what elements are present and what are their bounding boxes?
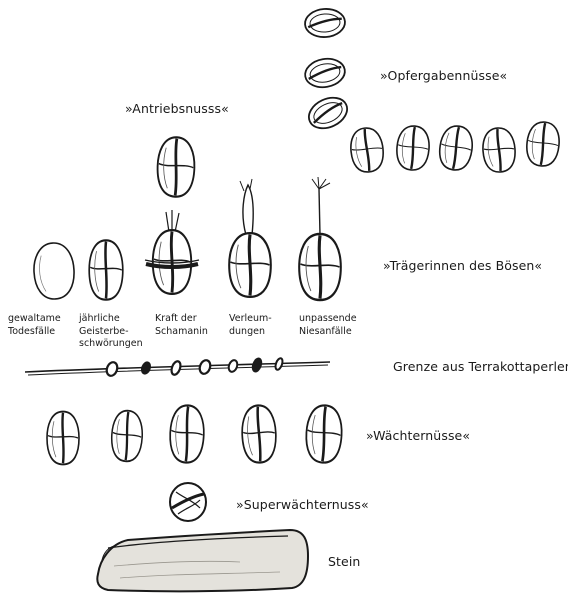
stone	[97, 530, 308, 591]
offering-nut-stack	[303, 8, 352, 135]
super-guardian-label: »Superwächternuss«	[236, 497, 369, 512]
guardian-nuts	[47, 404, 343, 464]
drive-nut	[157, 137, 196, 198]
caption-violent-deaths: gewaltame Todesfälle	[8, 313, 61, 338]
caption-spirit-invocations: jährliche Geisterbe- schwörungen	[79, 313, 143, 351]
caption-shaman-power: Kraft der Schamanin	[155, 313, 208, 338]
super-guardian-nut	[170, 483, 206, 521]
stone-label: Stein	[328, 554, 360, 569]
caption-slander: Verleum- dungen	[229, 313, 272, 338]
terracotta-bead-border	[25, 357, 330, 377]
evil-bearers-label: »Trägerinnen des Bösen«	[383, 258, 542, 273]
terracotta-border-label: Grenze aus Terrakottaperlen	[393, 359, 568, 374]
guardian-nuts-label: »Wächternüsse«	[366, 428, 470, 443]
offering-nut-row	[349, 120, 561, 173]
caption-sneezing-fits: unpassende Niesanfälle	[299, 313, 357, 338]
offering-nuts-label: »Opfergabennüsse«	[380, 68, 507, 83]
drive-nut-label: »Antriebsnusss«	[125, 101, 229, 116]
evil-bearer-nuts	[33, 177, 341, 300]
